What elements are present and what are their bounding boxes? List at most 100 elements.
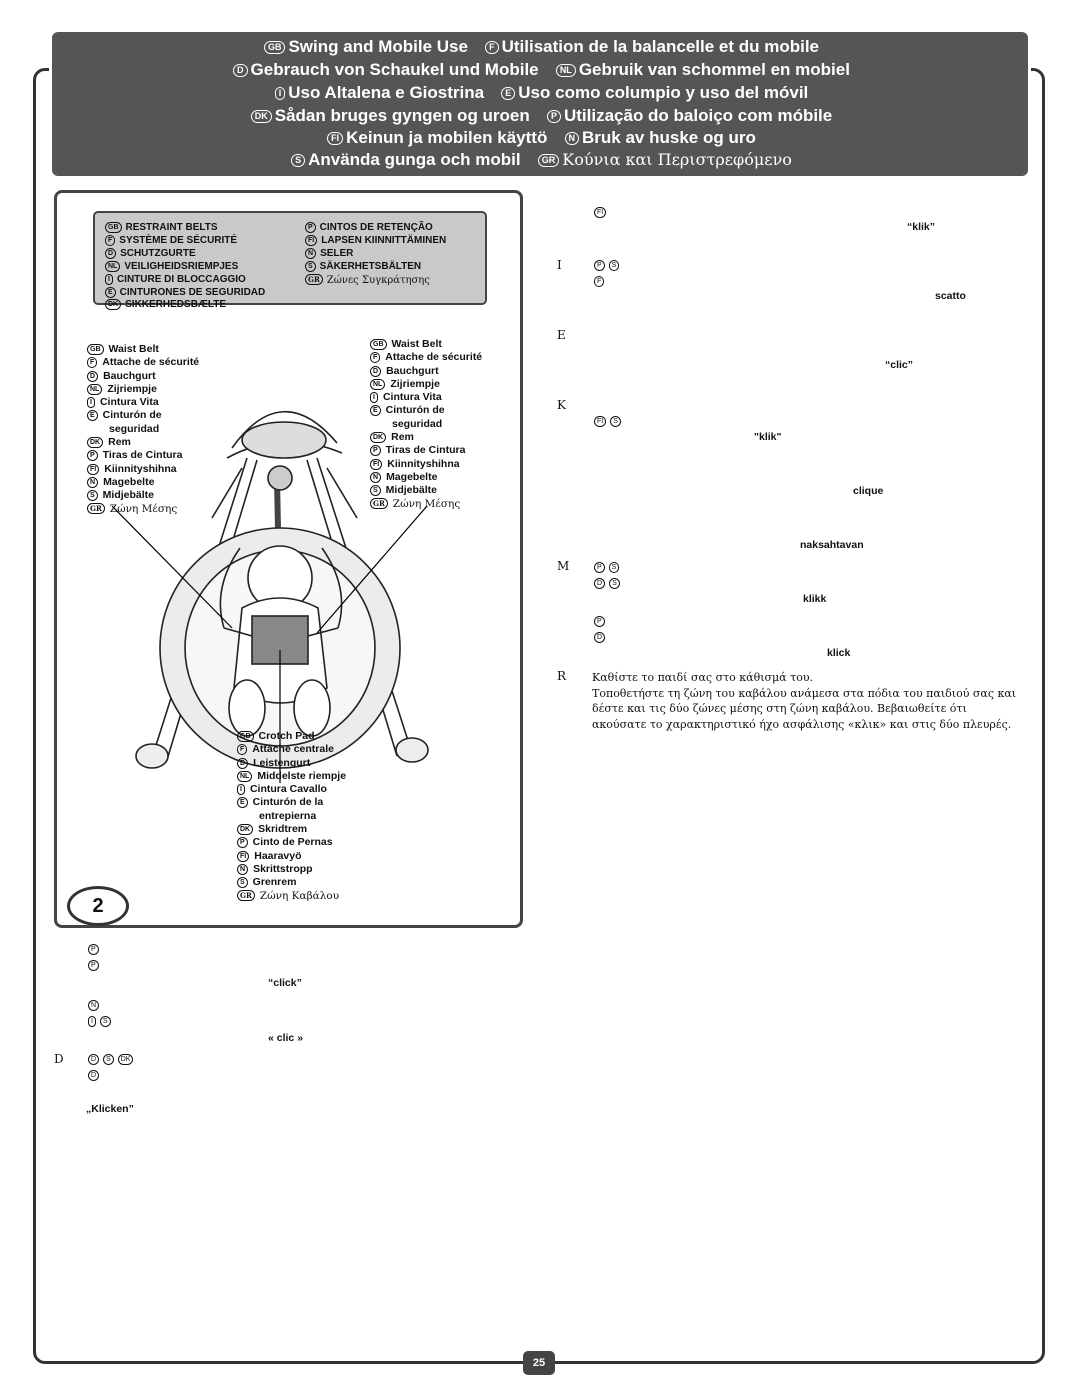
language-code-badge: DK [117,1054,134,1065]
language-code-badge: DK [250,110,272,123]
instruction-n: N [86,998,101,1012]
language-code-badge: GR [537,154,560,167]
language-code-badge: N [237,863,249,875]
language-code-badge: P [370,445,381,457]
language-code-badge: D [88,1054,100,1065]
page-number: 25 [523,1351,555,1375]
language-code-badge: S [87,490,98,502]
language-code-badge: D [87,370,99,382]
language-code-badge: P [594,616,605,627]
click-word-s: klick [827,647,851,659]
section-letter: R [557,669,567,683]
language-code-badge: E [87,410,98,422]
section-letter: M [557,559,570,573]
language-code-badge: N [87,476,99,488]
language-code-badge: D [88,1070,100,1081]
language-code-badge: NL [105,261,121,272]
language-code-badge: N [305,248,317,259]
click-word-es: “clic” [885,359,914,371]
language-code-badge: GR [237,889,255,901]
language-code-badge: I [88,1016,96,1027]
language-code-badge: DK [370,432,387,444]
language-code-badge: P [594,260,605,271]
language-code-badge: FI [594,416,607,427]
language-code-badge: GB [105,222,122,233]
language-code-badge: P [237,837,248,849]
section-letter: E [557,328,566,342]
click-word-gb: “click” [268,977,302,989]
language-code-badge: D [594,578,606,589]
language-code-badge: F [237,744,248,756]
language-code-badge: FI [87,463,100,475]
language-code-badge: S [103,1054,114,1065]
language-code-badge: GR [370,497,388,509]
language-code-badge: GB [263,41,286,54]
language-code-badge: I [370,392,378,404]
language-code-badge: NL [237,770,253,782]
greek-line-1: Καθίστε το παιδί σας στο κάθισμά του. [592,671,813,684]
instruction-p4: P [86,942,101,956]
language-code-badge: NL [370,378,386,390]
language-code-badge: S [609,578,620,589]
click-word-it: scatto [935,290,966,302]
language-code-badge: S [370,485,381,497]
language-code-badge: FI [305,235,318,246]
instruction-p3: P [592,614,607,628]
language-code-badge: E [105,287,116,298]
language-code-badge: NL [87,383,103,395]
instruction-f: F [592,274,606,288]
step-number: 2 [67,886,129,926]
language-code-badge: FI [370,458,383,470]
click-word-p: clique [853,485,884,497]
language-code-badge: F [485,41,499,54]
language-code-badge: I [237,784,245,796]
language-code-badge: S [608,260,620,271]
language-code-badge: D [233,64,248,77]
click-word-dk: "klik" [754,431,782,443]
language-code-badge: D [370,365,382,377]
language-code-badge: N [370,471,382,483]
click-word-d: „Klicken” [86,1103,134,1115]
language-code-badge: GR [305,274,323,285]
instruction-p5: P [86,958,101,972]
language-code-badge: D [594,632,606,643]
click-word-fi: naksahtavan [800,539,864,551]
language-code-badge: DK [87,437,104,449]
language-code-badge: F [370,352,381,364]
section-letter: K [557,398,566,412]
language-code-badge: FI [237,850,250,862]
greek-line-2: Τοποθετήστε τη ζώνη του καβάλου ανάμεσα … [592,686,1017,731]
language-code-badge: N [564,132,580,145]
language-code-badge: P [305,222,316,233]
swing-seat-illustration [112,410,429,783]
language-code-badge: I [274,87,286,100]
language-code-badge: DK [105,299,122,310]
language-code-badge: E [237,797,248,809]
language-code-badge: D [237,757,249,769]
section-letter: D [54,1052,64,1066]
language-code-badge: FI [594,207,607,218]
language-code-badge: I [105,274,113,285]
